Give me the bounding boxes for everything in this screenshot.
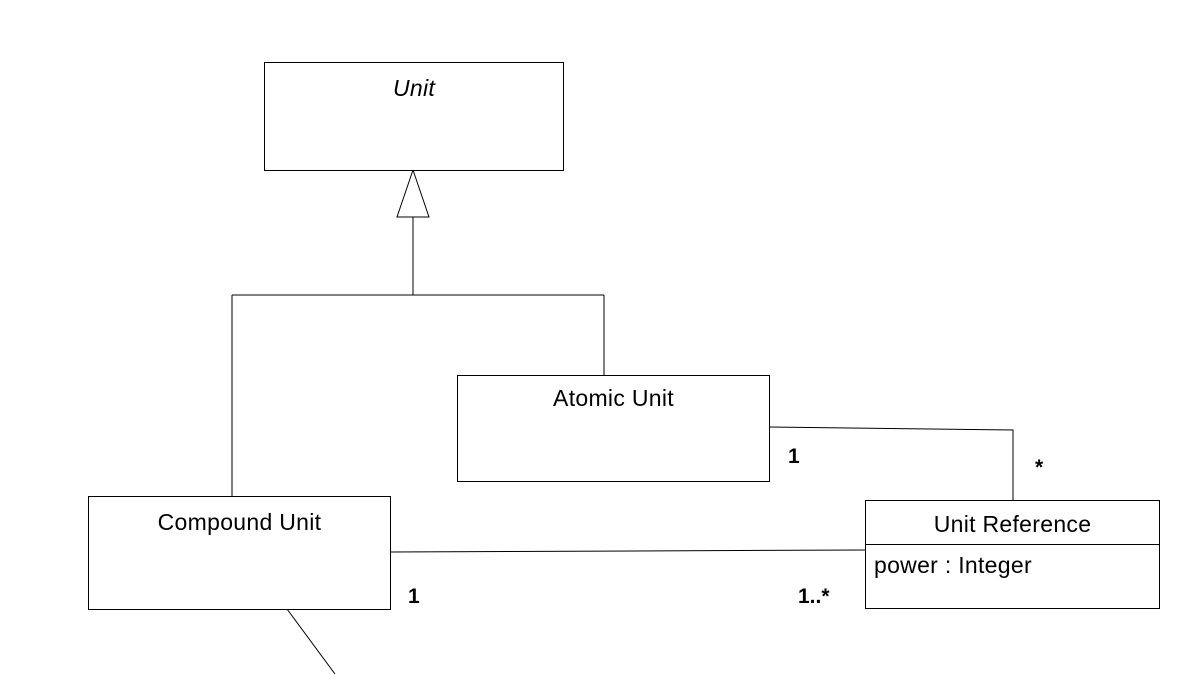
class-unit-reference-name: Unit Reference [933,511,1092,537]
class-atomic-unit-name: Atomic Unit [553,385,674,411]
class-atomic-unit: Atomic Unit [457,375,770,482]
generalization-arrowhead [396,168,430,218]
class-compound-unit-name: Compound Unit [157,509,322,535]
association-atomic-reference [768,426,1014,501]
association-partial-line [286,608,336,674]
class-unit-reference-divider [866,544,1159,545]
multiplicity-atomic-end: 1 [788,445,800,468]
class-compound-unit: Compound Unit [88,496,391,610]
class-unit-name: Unit [392,75,436,101]
multiplicity-compound-end: 1 [408,585,420,608]
association-compound-reference [389,549,867,553]
class-unit-reference: Unit Reference power : Integer [865,500,1160,609]
multiplicity-reference-many: 1..* [798,585,830,608]
class-unit-reference-attribute: power : Integer [874,552,1032,578]
class-unit: Unit [264,62,564,171]
multiplicity-reference-star: * [1035,456,1044,479]
